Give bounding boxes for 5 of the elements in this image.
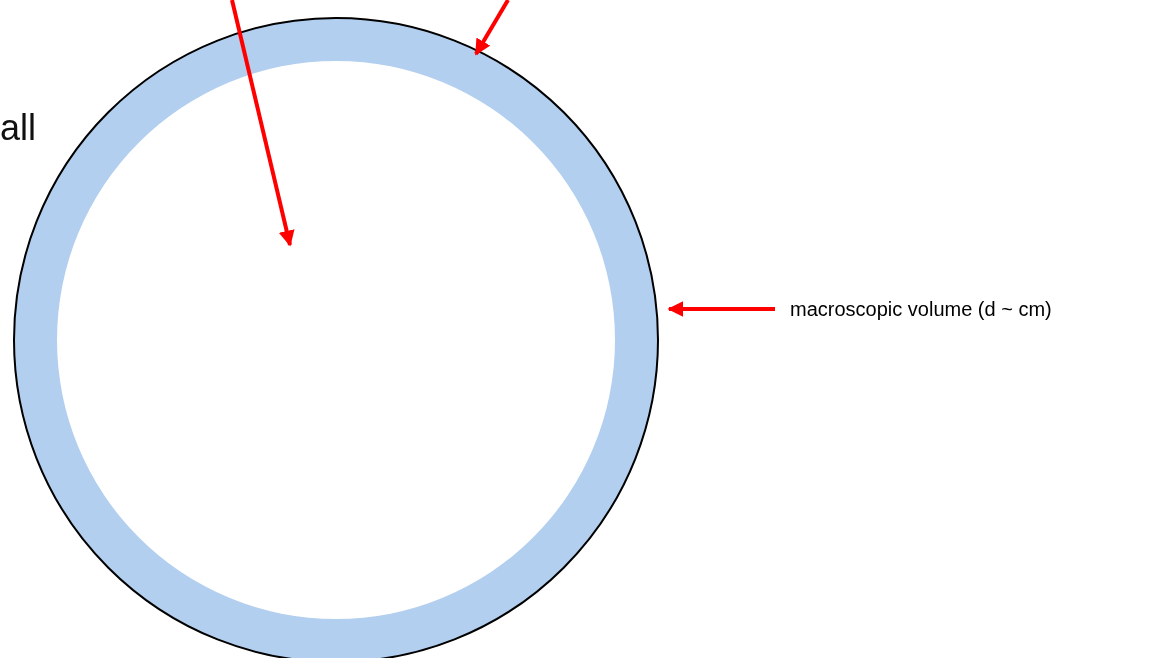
arrow bbox=[230, 0, 295, 247]
arrow bbox=[667, 301, 775, 317]
arrow bbox=[474, 0, 510, 56]
node-label: macroscopic volume (d ~ cm) bbox=[790, 296, 1150, 322]
partial-label: all bbox=[0, 110, 37, 146]
